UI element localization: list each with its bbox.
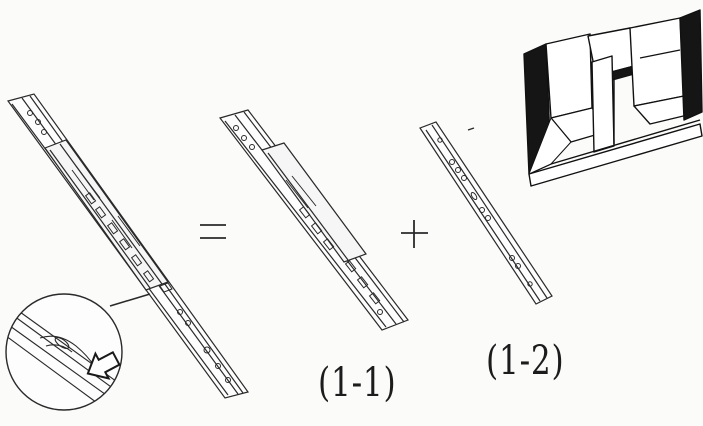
detail-callout bbox=[5, 293, 123, 411]
full-slide-rail bbox=[6, 93, 249, 399]
part-label-1-1: (1-1) bbox=[318, 360, 397, 406]
part-label-1-2: (1-2) bbox=[486, 338, 565, 384]
cabinet-icon bbox=[523, 9, 703, 187]
inner-slide-member bbox=[419, 121, 553, 305]
plus-sign bbox=[401, 220, 428, 248]
equals-sign bbox=[200, 224, 226, 239]
arrow-left-icon bbox=[86, 350, 121, 380]
outer-slide-member bbox=[218, 109, 409, 331]
